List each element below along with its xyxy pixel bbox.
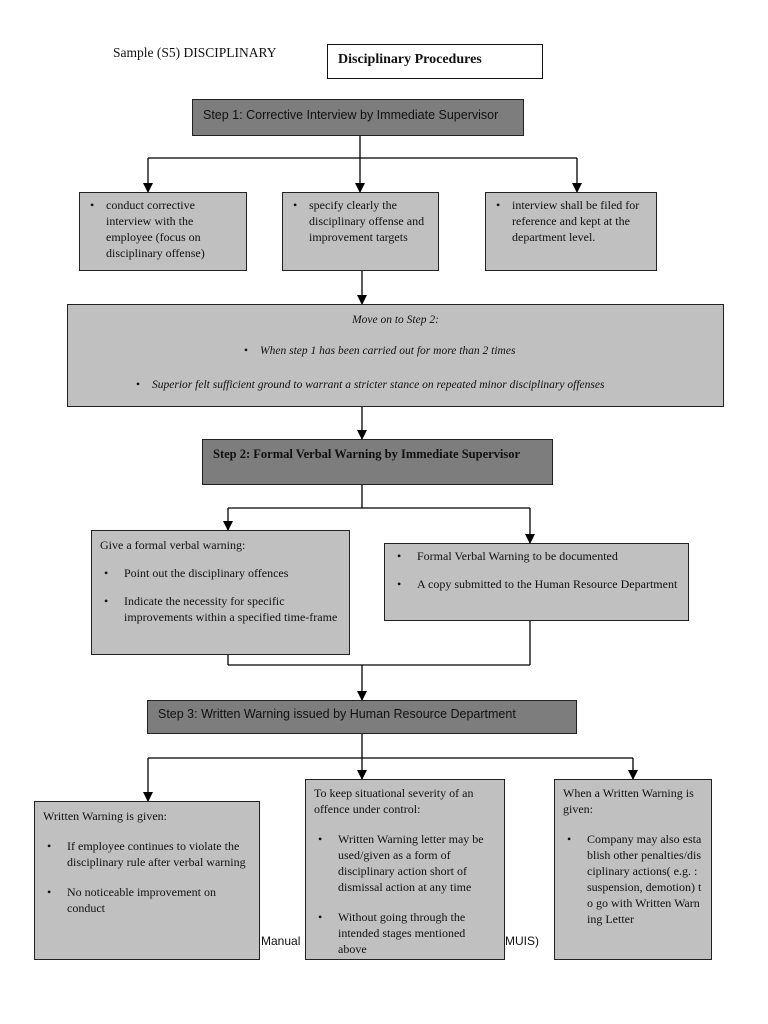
step2-box: Step 2: Formal Verbal Warning by Immedia… [202, 439, 553, 485]
step3-title: Step 3: Written Warning issued by Human … [158, 707, 516, 721]
step1-box-1: conduct corrective interview with the em… [79, 192, 247, 271]
list-item: Indicate the necessity for specific impr… [100, 593, 341, 625]
step1-box-3: interview shall be filed for reference a… [485, 192, 657, 271]
step3-box: Step 3: Written Warning issued by Human … [147, 700, 577, 734]
move-on-box: Move on to Step 2: •When step 1 has been… [67, 304, 724, 407]
list-item: A copy submitted to the Human Resource D… [393, 576, 680, 592]
step3-middle-box: To keep situational severity of an offen… [305, 779, 505, 960]
document-title: Disciplinary Procedures [327, 44, 543, 79]
move-on-item-2: •Superior felt sufficient ground to warr… [136, 379, 605, 391]
list-item: conduct corrective interview with the em… [86, 197, 240, 261]
list-item: If employee continues to violate the dis… [43, 838, 251, 870]
step3-middle-heading: To keep situational severity of an offen… [314, 786, 474, 816]
step1-box-2: specify clearly the disciplinary offense… [282, 192, 439, 271]
step1-title: Step 1: Corrective Interview by Immediat… [203, 108, 499, 122]
list-item: interview shall be filed for reference a… [492, 197, 650, 245]
move-on-item-1-text: When step 1 has been carried out for mor… [260, 345, 516, 357]
step3-left-heading: Written Warning is given: [43, 809, 167, 823]
list-item: Formal Verbal Warning to be documented [393, 548, 680, 564]
step1-box: Step 1: Corrective Interview by Immediat… [192, 99, 524, 136]
move-on-item-1: •When step 1 has been carried out for mo… [244, 345, 516, 357]
list-item: Written Warning letter may be used/given… [314, 831, 496, 895]
footer-text-right: MUIS) [505, 934, 539, 948]
step2-title: Step 2: Formal Verbal Warning by Immedia… [213, 447, 521, 461]
list-item: Company may also establish other penalti… [563, 831, 703, 927]
step2-right-box: Formal Verbal Warning to be documented A… [384, 543, 689, 621]
step3-right-heading: When a Written Warning is given: [563, 786, 694, 816]
list-item: No noticeable improvement on conduct [43, 884, 251, 916]
list-item: Without going through the intended stage… [314, 909, 496, 957]
step3-left-box: Written Warning is given: If employee co… [34, 801, 260, 960]
step3-right-box: When a Written Warning is given: Company… [554, 779, 712, 960]
move-on-title: Move on to Step 2: [352, 314, 439, 326]
list-item: Point out the disciplinary offences [100, 565, 341, 581]
step2-left-heading: Give a formal verbal warning: [100, 538, 246, 552]
move-on-item-2-text: Superior felt sufficient ground to warra… [152, 379, 605, 391]
footer-text-left: Manual [261, 934, 301, 948]
document-title-text: Disciplinary Procedures [338, 52, 482, 67]
list-item: specify clearly the disciplinary offense… [289, 197, 432, 245]
sample-label: Sample (S5) DISCIPLINARY [113, 45, 277, 60]
step2-left-box: Give a formal verbal warning: Point out … [91, 530, 350, 655]
